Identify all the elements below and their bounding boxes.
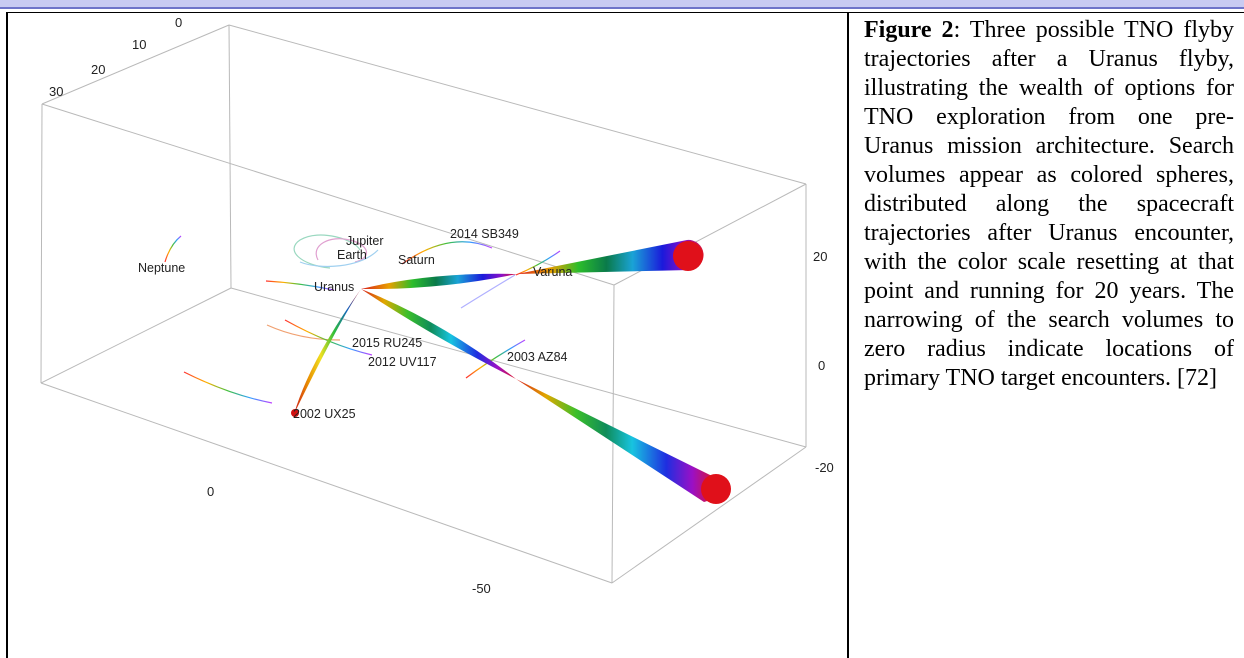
ru245-label: 2015 RU245 [352,336,422,350]
orbit-arcs [164,234,561,404]
table-left-border [6,12,8,658]
sb349-orbit [401,241,493,265]
tick-label: -20 [815,460,834,475]
tick-label: 0 [175,15,182,30]
varuna-search-volume-1 [361,273,517,290]
jupiter-label: Jupiter [346,234,384,248]
ux25-end-sphere [291,409,299,417]
ru245-orbit [266,324,341,341]
trail [460,274,516,309]
neptune-label: Neptune [138,261,185,275]
search-volumes [291,239,731,504]
saturn-label: Saturn [398,253,435,267]
az84-orbit [465,339,526,379]
tick-label: 20 [813,249,827,264]
varuna-orbit [515,250,561,276]
tick-label: -50 [472,581,491,596]
sb349-label: 2014 SB349 [450,227,519,241]
uv117-label: 2012 UV117 [368,355,437,369]
earth-orbit [293,234,361,269]
az84-search-volume-2 [516,379,717,502]
uranus-orbit [265,280,335,291]
trajectory-figure: 0 10 20 30 20 0 -20 0 -50 [8,13,847,658]
az84-search-volume-1 [361,289,516,379]
jupiter-orbit [315,238,367,263]
figure-number: Figure 2 [864,17,954,43]
earth-label: Earth [337,248,367,262]
axis-ticks: 0 10 20 30 20 0 -20 0 -50 [49,15,834,596]
header-band [0,0,1244,9]
varuna-search-volume-2 [517,239,704,274]
az84-label: 2003 AZ84 [507,350,568,364]
varuna-end-sphere [673,241,703,271]
table-column-divider [847,12,849,658]
body-labels: Neptune Earth Jupiter Saturn 2014 SB349 … [138,227,572,421]
bounding-box [40,24,807,584]
ux25-orbit [183,371,273,404]
uranus-label: Uranus [314,280,354,294]
trajectory-plot: 0 10 20 30 20 0 -20 0 -50 [40,15,834,596]
tick-label: 20 [91,62,105,77]
table-top-border [6,12,1244,13]
saturn-orbit [299,249,379,268]
tick-label: 30 [49,84,63,99]
tick-label: 0 [818,358,825,373]
az84-end-sphere [701,474,731,504]
caption-text: : Three possible TNO flyby trajectories … [864,17,1234,391]
figure-caption: Figure 2: Three possible TNO flyby traje… [864,16,1234,393]
ux25-label: 2002 UX25 [293,407,356,421]
neptune-orbit [164,235,182,263]
tick-label: 0 [207,484,214,499]
tick-label: 10 [132,37,146,52]
varuna-label: Varuna [533,265,572,279]
